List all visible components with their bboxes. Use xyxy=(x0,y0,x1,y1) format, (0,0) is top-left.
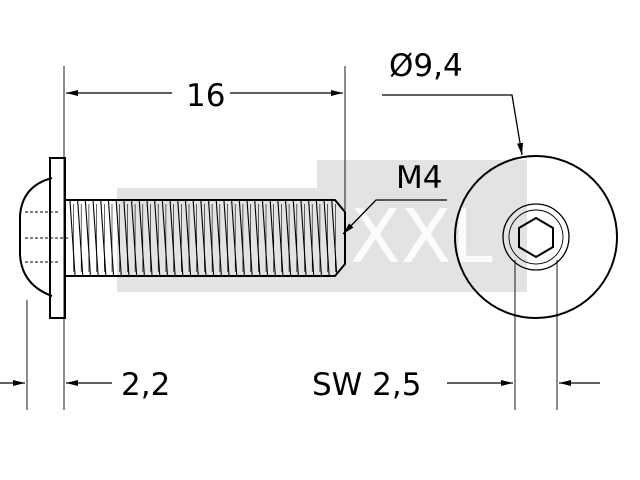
thread-line xyxy=(123,200,130,276)
head-height-dimension: 2,2 xyxy=(0,300,170,410)
thread-line xyxy=(292,200,299,276)
thread-line xyxy=(154,200,161,276)
thread-line xyxy=(331,200,338,276)
thread-line xyxy=(138,200,145,276)
head-diameter-leader xyxy=(382,94,523,156)
thread-line xyxy=(231,200,238,276)
thread-line xyxy=(69,200,76,276)
thread-line xyxy=(246,200,253,276)
thread-line xyxy=(200,200,207,276)
thread-line xyxy=(169,200,176,276)
thread-line xyxy=(77,200,84,276)
wrench-size-dimension: SW 2,5 xyxy=(312,260,600,410)
thread-line xyxy=(107,200,115,276)
thread-line xyxy=(92,200,99,276)
thread-line xyxy=(269,200,276,276)
head-diameter-label: Ø9,4 xyxy=(389,48,463,84)
thread-line xyxy=(161,200,168,276)
thread-line xyxy=(215,200,222,276)
thread-line xyxy=(184,200,192,276)
length-dimension: 16 xyxy=(63,66,346,410)
thread-line xyxy=(300,200,307,276)
head-height-label: 2,2 xyxy=(121,367,170,403)
screw-side-view xyxy=(19,157,346,319)
thread-label: M4 xyxy=(396,160,442,196)
thread-line xyxy=(100,200,107,276)
thread-line xyxy=(146,200,153,276)
thread-line xyxy=(115,200,122,276)
hex-socket xyxy=(518,216,554,259)
thread-line xyxy=(323,200,330,276)
socket-inner-circle xyxy=(508,209,564,265)
screw-shank-outline xyxy=(65,199,346,277)
head-outline-circle xyxy=(454,155,618,319)
thread-line xyxy=(131,200,138,276)
thread-line xyxy=(177,200,184,276)
screw-end-view xyxy=(454,155,618,319)
thread-line xyxy=(84,200,91,276)
wrench-size-label: SW 2,5 xyxy=(312,367,421,403)
thread-line xyxy=(208,200,215,276)
watermark-text: XXL xyxy=(350,194,493,280)
thread-line xyxy=(308,200,315,276)
thread-dimension: M4 xyxy=(342,160,447,235)
socket-counterbore-circle xyxy=(502,203,570,271)
thread-line xyxy=(223,200,230,276)
head-diameter-dimension: Ø9,4 xyxy=(382,48,523,156)
thread-leader xyxy=(342,199,447,235)
screw-head-profile xyxy=(19,177,53,297)
thread-line xyxy=(261,200,269,276)
thread-line xyxy=(254,200,261,276)
screw-threads xyxy=(69,200,338,276)
watermark: XXL xyxy=(117,160,527,292)
thread-line xyxy=(315,200,322,276)
thread-line xyxy=(277,200,284,276)
thread-line xyxy=(192,200,199,276)
thread-line xyxy=(238,200,245,276)
thread-line xyxy=(285,200,292,276)
length-label: 16 xyxy=(186,78,225,114)
